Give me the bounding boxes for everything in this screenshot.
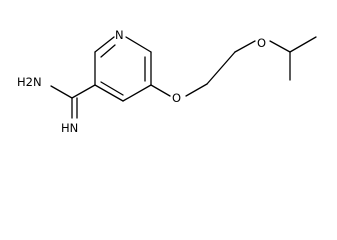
structure-diagram: N O O H2N HN xyxy=(17,28,317,135)
ring-bond-n-c2 xyxy=(125,36,152,53)
ring-bond-c3-c4 xyxy=(122,84,152,102)
bond-amidine-c-nh2 xyxy=(50,85,73,99)
imine-label: HN xyxy=(61,121,78,135)
bond-ch2-o2 xyxy=(234,40,256,53)
ring-bond-c4-c5 xyxy=(94,84,124,102)
ring-nitrogen-label: N xyxy=(115,28,124,42)
molecule-drawing: N O O H2N HN xyxy=(17,28,317,135)
bond-o1-ch2 xyxy=(185,83,208,97)
ring-double-bond-inner-2 xyxy=(100,44,116,58)
bond-c2-o1 xyxy=(150,84,171,97)
ring-double-bond-inner-3 xyxy=(100,81,124,96)
ether-oxygen-1-label: O xyxy=(172,91,181,105)
bond-o2-ch xyxy=(269,40,291,53)
amine-label: H2N xyxy=(17,75,42,89)
ring-bond-c6-n xyxy=(94,36,115,53)
bond-ch-ch3-top xyxy=(289,36,317,53)
bond-ch2-ch2 xyxy=(206,51,236,85)
bond-c4-amidine-c xyxy=(71,84,96,99)
ether-oxygen-2-label: O xyxy=(257,36,266,50)
